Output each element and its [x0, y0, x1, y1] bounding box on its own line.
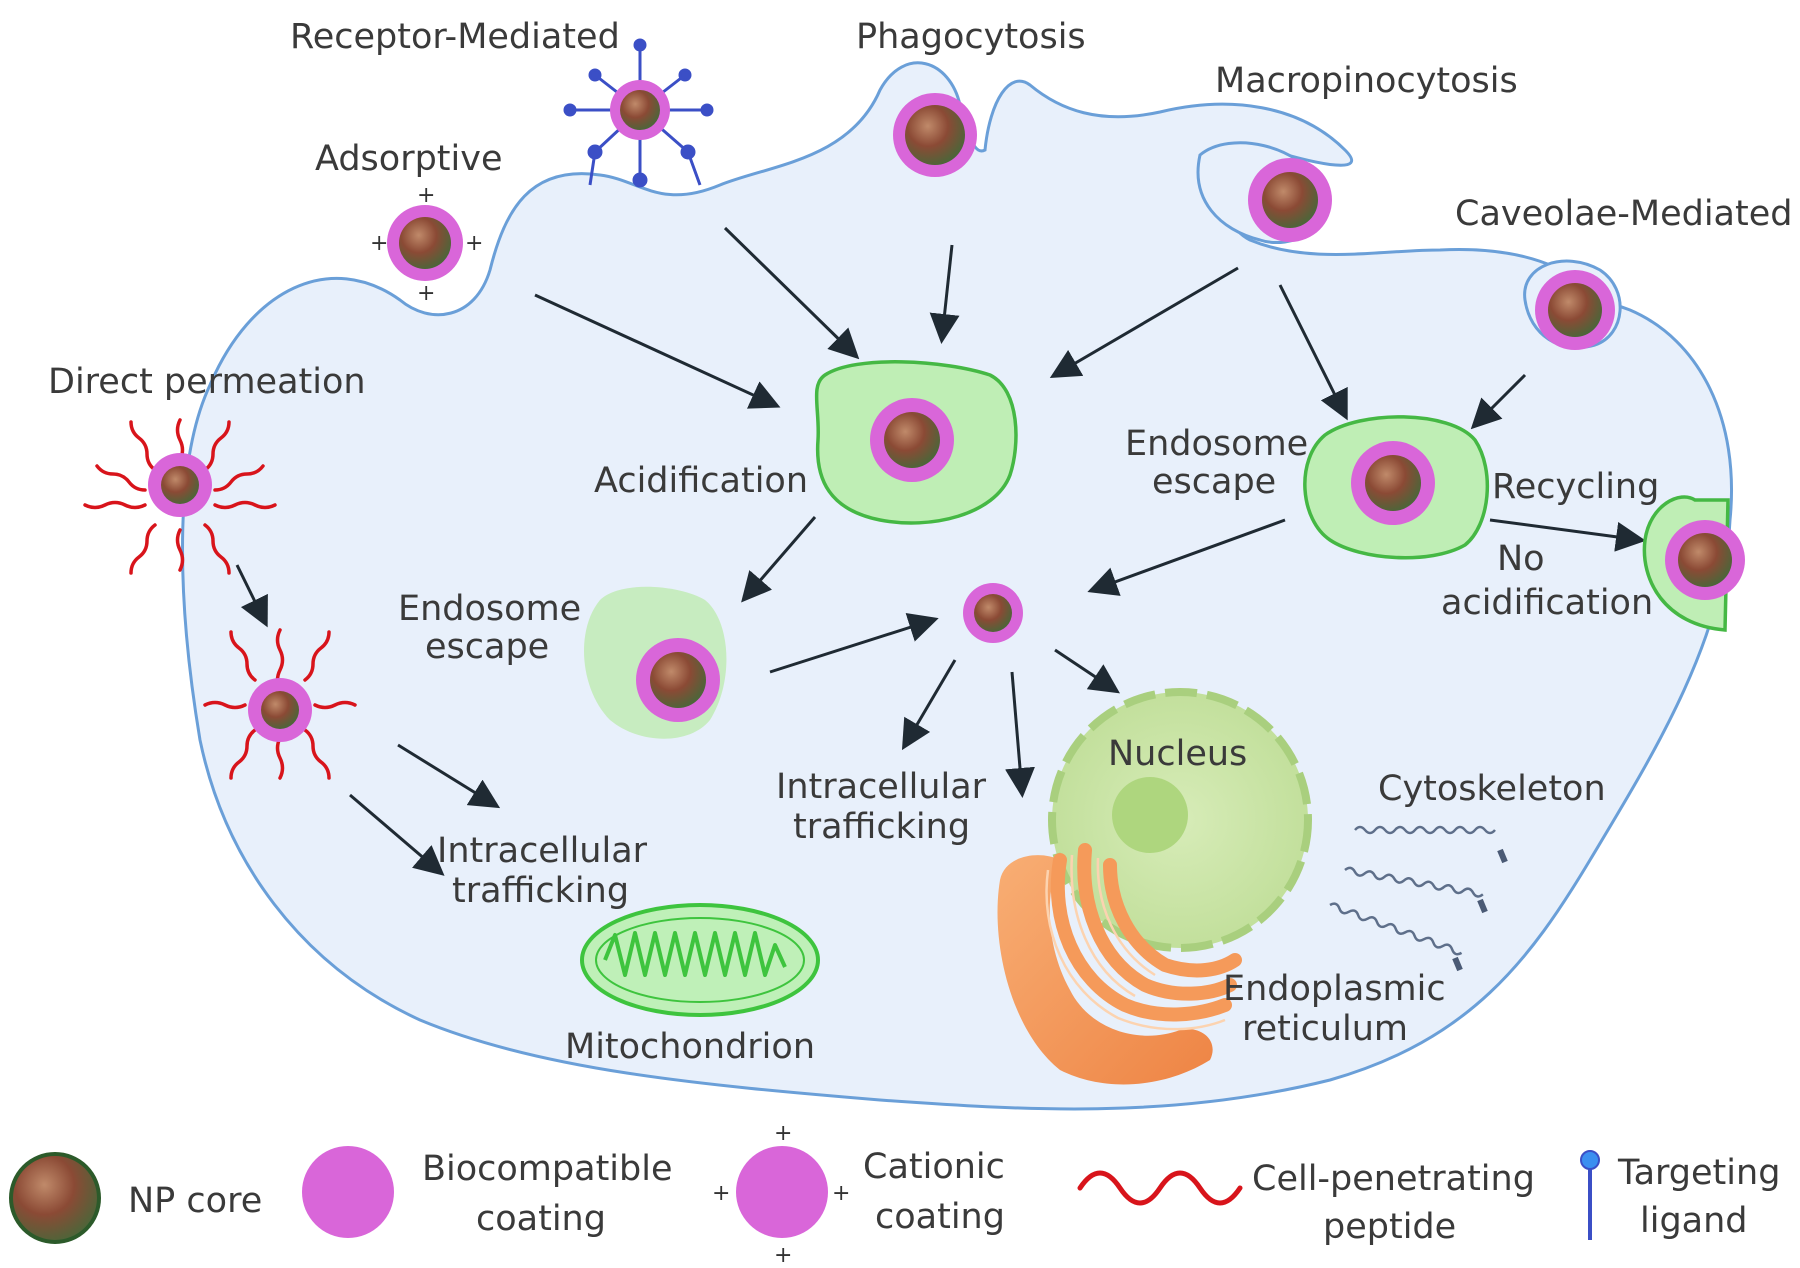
adsorptive-charge-right: + — [465, 231, 483, 256]
np-acidification — [870, 398, 954, 482]
arrow-macro-to-endosome — [1049, 266, 1239, 379]
arrow-adsorptive-to-endosome — [534, 293, 781, 409]
label-mitochondrion: Mitochondrion — [565, 1027, 815, 1067]
legend-biocompatible-label-1: Biocompatible — [422, 1149, 673, 1189]
legend-biocompatible-label-2: coating — [476, 1199, 606, 1239]
arrow-direct-down — [235, 564, 268, 628]
legend-cationic-charge-bottom: + — [774, 1243, 792, 1268]
arrow-caveolae-to-right-endosome — [1470, 373, 1527, 430]
label-endosome-escape-right-2: escape — [1152, 462, 1276, 502]
np-direct-permeation — [83, 418, 277, 575]
np-adsorptive — [387, 205, 463, 281]
legend-np-core-symbol — [9, 1152, 101, 1244]
adsorptive-charge-top: + — [417, 183, 435, 208]
legend: NP core Biocompatible coating + + + + Ca… — [9, 1121, 1780, 1268]
label-intracellular-left-2: trafficking — [452, 871, 629, 911]
cell-membrane — [181, 61, 1733, 1111]
legend-biocompatible-symbol — [302, 1146, 394, 1238]
label-endoplasmic-2: reticulum — [1242, 1009, 1408, 1049]
np-endosome-escape — [636, 638, 720, 722]
legend-peptide-label-2: peptide — [1323, 1207, 1456, 1247]
np-receptor — [610, 80, 670, 140]
cytoskeleton — [1329, 825, 1508, 972]
legend-np-core-label: NP core — [128, 1181, 262, 1221]
arrow-phago-to-endosome — [929, 244, 960, 344]
endoplasmic-reticulum — [997, 843, 1242, 1085]
legend-ligand-label-2: ligand — [1640, 1201, 1748, 1241]
np-free-cytosol — [963, 583, 1023, 643]
label-cytoskeleton: Cytoskeleton — [1378, 769, 1606, 809]
adsorptive-charge-bottom: + — [417, 281, 435, 306]
label-no-acidification-2: acidification — [1441, 583, 1653, 623]
label-acidification: Acidification — [594, 461, 808, 501]
label-macropinocytosis: Macropinocytosis — [1215, 61, 1518, 101]
label-receptor-mediated: Receptor-Mediated — [290, 17, 620, 57]
label-phagocytosis: Phagocytosis — [856, 17, 1086, 57]
label-intracellular-center-1: Intracellular — [776, 767, 987, 807]
legend-cationic-charge-left: + — [712, 1181, 730, 1206]
legend-peptide-label-1: Cell-penetrating — [1252, 1159, 1535, 1199]
legend-cationic-charge-right: + — [832, 1181, 850, 1206]
np-right-endosome — [1351, 441, 1435, 525]
label-no-acidification-1: No — [1497, 539, 1545, 579]
mitochondrion — [580, 903, 820, 1017]
arrow-free-np-to-trafficking — [901, 659, 957, 751]
arrow-direct-to-trafficking-1 — [397, 743, 501, 809]
arrow-direct-to-trafficking-2 — [349, 793, 445, 876]
legend-cationic-symbol — [736, 1146, 828, 1238]
adsorptive-charge-left: + — [370, 231, 388, 256]
legend-cationic-label-1: Cationic — [863, 1147, 1005, 1187]
label-endosome-escape-left-1: Endosome — [398, 589, 581, 629]
legend-ligand-symbol — [1580, 1150, 1600, 1240]
label-endoplasmic-1: Endoplasmic — [1223, 969, 1446, 1009]
np-recycling — [1665, 520, 1745, 600]
label-intracellular-center-2: trafficking — [793, 807, 970, 847]
label-direct-permeation: Direct permeation — [48, 362, 366, 402]
label-intracellular-left-1: Intracellular — [437, 831, 648, 871]
arrow-recycling — [1489, 518, 1646, 552]
label-endosome-escape-left-2: escape — [425, 627, 549, 667]
arrow-receptor-to-endosome — [723, 226, 860, 360]
label-caveolae-mediated: Caveolae-Mediated — [1455, 194, 1792, 234]
np-phagocytosis — [893, 93, 977, 177]
np-macropinocytosis — [1248, 158, 1332, 242]
np-direct-permeation-inside — [203, 628, 357, 780]
label-nucleus: Nucleus — [1108, 734, 1247, 774]
legend-cationic-charge-top: + — [774, 1121, 792, 1146]
arrow-free-np-to-er — [1005, 671, 1035, 798]
arrow-free-np-to-nucleus — [1054, 648, 1120, 694]
legend-cationic-label-2: coating — [875, 1197, 1005, 1237]
legend-peptide-symbol — [1077, 1170, 1243, 1206]
arrow-escape-to-free-np — [769, 613, 939, 674]
arrow-macro-to-right-endosome — [1278, 284, 1348, 421]
label-adsorptive: Adsorptive — [315, 139, 503, 179]
arrows — [235, 226, 1646, 876]
label-endosome-escape-right-1: Endosome — [1125, 424, 1308, 464]
legend-ligand-label-1: Targeting — [1617, 1153, 1780, 1193]
arrow-right-endosome-to-free-np — [1087, 518, 1286, 596]
label-recycling: Recycling — [1492, 467, 1659, 507]
nucleolus — [1112, 777, 1188, 853]
arrow-acidification-to-escape — [741, 516, 817, 603]
np-caveolae — [1535, 270, 1615, 350]
